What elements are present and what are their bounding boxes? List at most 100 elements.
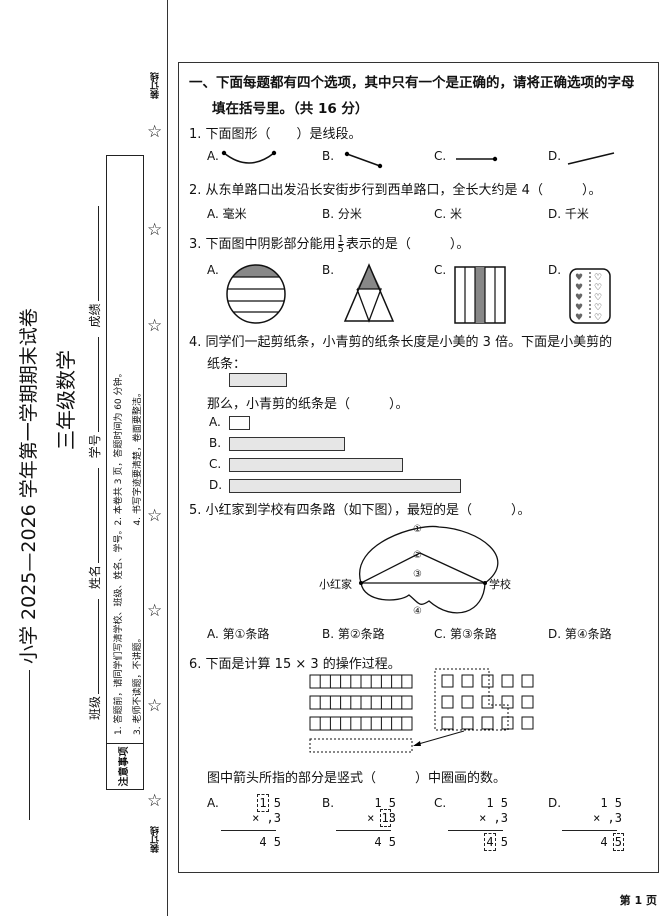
name-field[interactable] [98,468,99,564]
q3-option-a[interactable]: A. [207,263,219,277]
q5-option-d[interactable]: D. 第④条路 [548,627,612,641]
vertical-multiplication: 1 5× ,3 4 5 [562,796,630,851]
multiplier: × ,3 [593,811,622,825]
unit-cube [501,674,514,688]
binding-line-label-top: 装订线 [151,72,161,99]
student-id-field[interactable] [98,337,99,433]
svg-text:♥: ♥ [575,283,583,293]
q4-option-d[interactable]: D. [209,478,223,492]
q6-question: 图中箭头所指的部分是竖式（ ）中圈画的数。 [207,771,507,786]
product: 4 5 [259,835,281,849]
q3-stem-b: 表示的是（ ）。 [345,237,470,252]
unit-cube [481,695,494,709]
multiplier: × 13 [367,809,396,827]
question-area: 一、下面每题都有四个选项，其中只有一个是正确的，请将正确选项的字母 填在括号里。… [178,62,659,873]
student-id-label: 学号 [88,434,102,459]
note-item: 3. 老师不读题，不讲题。 [133,633,143,735]
notes-heading: 注意事项 [107,743,143,789]
subject-title: 三年级数学 [54,350,78,450]
score-label: 成绩 [88,303,102,328]
exam-title-text: 小学 2025—2026 学年第一学期期末试卷 [18,308,40,664]
q4-option-a[interactable]: A. [209,415,221,429]
class-field[interactable] [98,598,99,694]
q4-stem: 4. 同学们一起剪纸条，小青剪的纸条长度是小美的 3 倍。下面是小美剪的 [189,335,613,350]
q3-option-d[interactable]: D. [548,263,562,277]
q2-option-d[interactable]: D. 千米 [548,207,589,221]
sum-line [562,830,617,831]
q1-option-c[interactable]: C. [434,149,447,163]
school-name-blank[interactable] [29,670,30,820]
q4-question: 那么，小青剪的纸条是（ ）。 [207,397,409,412]
score-field[interactable] [98,206,99,302]
q6-blocks-diagram [309,668,534,753]
unit-cube [481,716,494,730]
unit-cube [481,674,494,688]
q5-option-a[interactable]: A. 第①条路 [207,627,270,641]
q1-stem: 1. 下面图形（ ）是线段。 [189,127,362,142]
q1-option-b[interactable]: B. [322,149,335,163]
star-icon: ☆ [147,791,163,811]
q5-option-b[interactable]: B. 第②条路 [322,627,385,641]
notes-box: 注意事项 1. 答题前，请同学们写清学校、班级、姓名、学号。 2. 本卷共 3 … [106,155,144,790]
note-item: 2. 本卷共 3 页，答题时间为 60 分钟。 [114,368,124,526]
q5-route-diagram [358,525,499,614]
school-label: 学校 [489,578,511,591]
unit-cube [501,716,514,730]
multiplicand: 1 5 [600,796,622,810]
name-label: 姓名 [88,565,102,590]
q1-option-a[interactable]: A. [207,149,219,163]
q3-option-c[interactable]: C. [434,263,447,277]
q6-option-d[interactable]: D. [548,796,562,810]
q2-option-b[interactable]: B. 分米 [322,207,362,221]
note-item: 1. 答题前，请同学们写清学校、班级、姓名、学号。 [114,525,124,735]
unit-cube [441,695,454,709]
svg-text:♥: ♥ [575,313,583,323]
carried-ten-rod [309,738,413,753]
q6-option-c[interactable]: C. [434,796,447,810]
denominator: 5 [337,244,344,255]
vertical-multiplication: 1 5× 13 4 5 [336,796,404,850]
multiplicand: 1 5 [374,796,396,810]
q3-option-b[interactable]: B. [322,263,335,277]
star-icon: ☆ [147,696,163,716]
q5-stem: 5. 小红家到学校有四条路（如下图），最短的是（ ）。 [189,503,531,518]
student-info-fields: 班级 姓名 学号 成绩 [86,200,103,720]
exam-header-side: 小学 2025—2026 学年第一学期期末试卷 三年级数学 班级 姓名 学号 成… [0,130,160,820]
product: 4 5 [600,833,625,851]
q6-option-a[interactable]: A. [207,796,219,810]
star-icon: ☆ [147,220,163,240]
section-heading: 一、下面每题都有四个选项，其中只有一个是正确的，请将正确选项的字母 [189,75,635,91]
multiplier: × ,3 [479,811,508,825]
q1-option-d[interactable]: D. [548,149,562,163]
unit-cube [521,695,534,709]
q4-option-c[interactable]: C. [209,457,222,471]
page-number: 第 1 页 [619,894,657,907]
sum-line [336,830,391,831]
q4-option-b[interactable]: B. [209,436,222,450]
sum-line [448,830,503,831]
route-2-label: ② [413,550,422,561]
q2-option-a[interactable]: A. 毫米 [207,207,247,221]
q4-strip-b [229,437,345,451]
route-3-label: ③ [413,569,422,580]
note-item: 4. 书写字迹要清楚，卷面要整洁。 [133,388,143,526]
numerator: 1 [337,234,344,245]
binding-divider [167,0,168,916]
section-heading-cont: 填在括号里。（共 16 分） [212,101,369,117]
product: 4 5 [374,835,396,849]
unit-cube [461,716,474,730]
q2-stem: 2. 从东单路口出发沿长安街步行到西单路口，全长大约是 4（ ）。 [189,183,602,198]
route-1-label: ① [413,524,422,535]
q6-stem: 6. 下面是计算 15 × 3 的操作过程。 [189,657,401,672]
route-4-label: ④ [413,606,422,617]
unit-cube [521,674,534,688]
q2-option-c[interactable]: C. 米 [434,207,463,221]
unit-cube [461,695,474,709]
q4-stem-cont: 纸条： [207,357,247,372]
multiplier: × ,3 [252,811,281,825]
q6-option-b[interactable]: B. [322,796,335,810]
q5-option-c[interactable]: C. 第③条路 [434,627,497,641]
